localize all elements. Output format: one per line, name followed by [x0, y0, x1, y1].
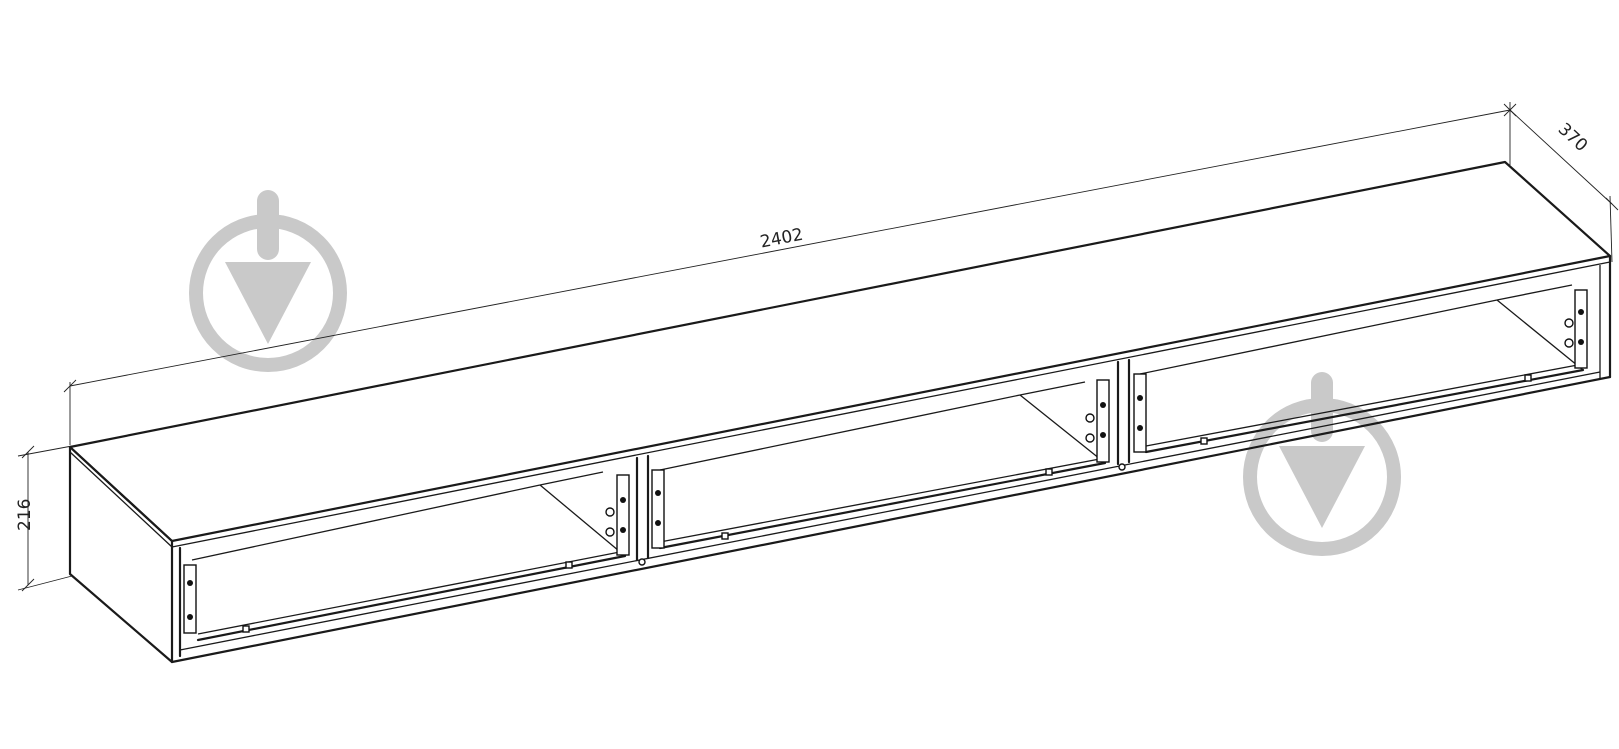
cabinet-body	[68, 160, 1612, 664]
divider-2	[1116, 358, 1131, 466]
dimension-length-label: 2402	[759, 225, 805, 253]
watermark-left	[189, 190, 347, 372]
watermark-right	[1243, 372, 1401, 556]
download-icon	[189, 190, 347, 372]
compartment-2	[651, 379, 1110, 550]
left-side-panel	[68, 445, 174, 664]
compartment-3	[1133, 284, 1588, 454]
dimension-depth-label: 370	[1554, 119, 1591, 156]
dimension-height: 216	[15, 445, 73, 592]
compartment-1	[183, 471, 630, 642]
dimension-height-label: 216	[15, 499, 35, 531]
dimension-depth: 370	[1503, 103, 1619, 263]
hardware-fittings	[187, 309, 1584, 633]
download-icon	[1243, 372, 1401, 556]
divider-1	[635, 454, 650, 562]
